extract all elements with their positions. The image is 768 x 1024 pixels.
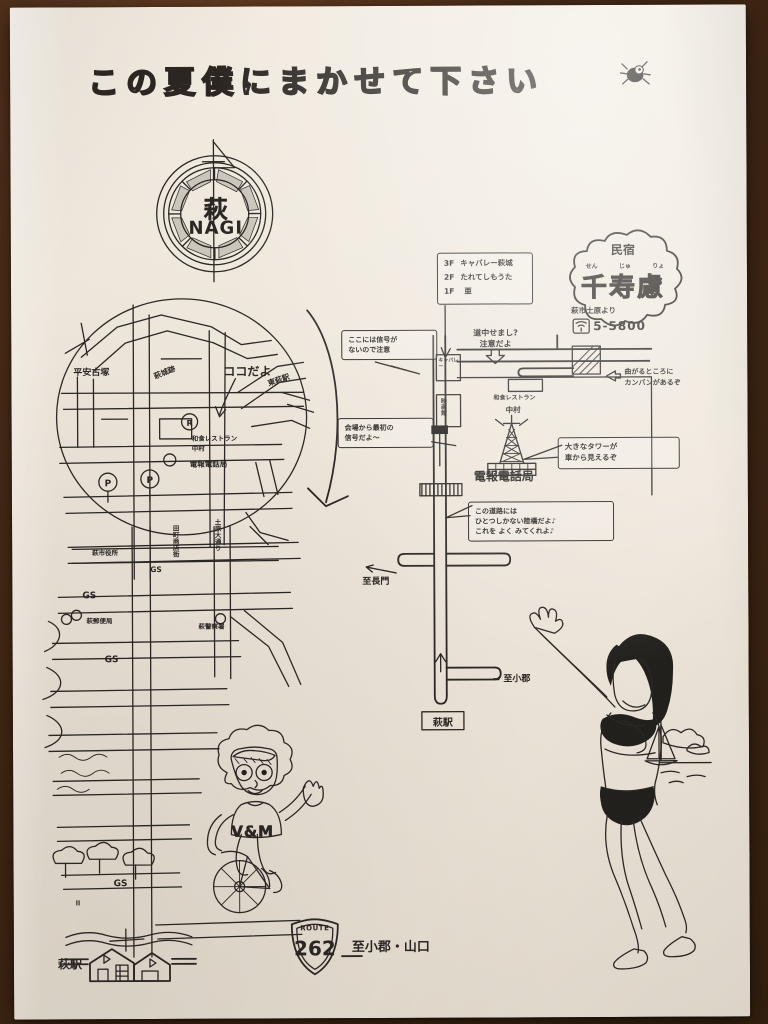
floor-3-label: 3F [443,258,455,268]
here-arrow-icon [207,377,247,427]
map-label-misc: ll [75,899,81,908]
bubble-big-tower-text: 大きなタワーが 車から見えるぞ [557,436,680,469]
telephone-icon [571,317,591,339]
hagi-station-boxed-text: 萩駅 [432,717,453,729]
route-sign-top: ROUTE [300,924,330,933]
lodging-category: 民宿 [610,242,635,257]
bubble-no-signal: ここには信号が ないので注意 [341,329,438,375]
bubble-narrow-road-text: 道中せまし? 注意だよ [473,328,518,349]
cyclist-shirt-text: V&M [231,822,275,841]
left-arrow-icon [605,367,622,386]
lodging-name: 千寿慮 [580,272,666,304]
map-transition-arrow-icon [299,306,370,540]
cinema-box-label: 映画館 [439,397,447,416]
svg-text:R: R [187,419,193,428]
bubble-narrow-road: 道中せまし? 注意だよ [473,327,518,369]
bubble-first-signal-text: 会場から最初の 信号だよ〜 [337,417,434,449]
route-262-shield: ROUTE 262 [286,916,344,982]
bikini-woman-illustration [510,601,712,976]
building-floors-box: 3F キャバレー萩城 2F たれてしもうた 1F 亜 [436,252,534,305]
bubble-first-signal: 会場から最初の 信号だよ〜 [337,417,457,449]
afro-cyclist-illustration: V&M [191,724,324,923]
down-arrow-icon [473,349,518,369]
bubble-big-tower: 大きなタワーが 車から見えるぞ [523,436,680,469]
right-schematic-map [351,334,693,730]
lodging-cloud-bubble: 民宿 せん じゅ りょ 千寿慮 萩市土原より 5-5800 [557,229,689,350]
page-title-text: この夏僕にまかせて下さい [87,62,545,102]
to-nagato-label: 至長門 [362,576,390,588]
bug-icon [618,57,652,95]
floor-3-text: キャバレー萩城 [460,258,513,268]
tree-cluster-icon [43,835,163,888]
bubble-no-signal-text: ここには信号が ないので注意 [341,329,438,361]
bubble-overpass-text: この道路には ひとつしかない陸橋だよ♪ これを よく みてくれよ♪ [467,500,615,543]
nakamura-restaurant-box [507,377,544,396]
hagi-station-building [63,925,197,992]
svg-text:P: P [105,479,112,489]
left-map-lower-streets [38,526,340,971]
bubble-signboard-text: 曲がるところに カンバンがあるぞ [624,367,681,387]
floor-2-label: 2F [443,272,455,282]
svg-text:P: P [147,476,154,486]
map-label-nakamura-restaurant: 和食レストラン 中村 [191,434,238,453]
map-label-heiancho: 平安古塚 [73,368,110,379]
floor-1-label: 1F [444,286,455,296]
to-nagato-arrow-icon [364,562,398,581]
route-sign-number: 262 [293,936,336,961]
cabaret-box-label: キャバレー [438,357,459,370]
telegraph-tower-icon [482,413,542,479]
bubble-signboard: 曲がるところに カンバンがあるぞ [605,367,681,388]
hagi-station-label: 萩駅 [57,957,83,972]
map-label-telegraph-office: 電報電話局 [189,459,228,469]
hagi-nagi-logo: 萩 NAGI [150,131,281,296]
signboard-road-stub [517,363,575,382]
route-destination-label: 至小郡・山口 [351,939,430,956]
bubble-overpass: この道路には ひとつしかない陸橋だよ♪ これを よく みてくれよ♪ [445,500,615,543]
lodging-address: 萩市土原より [571,305,617,316]
traffic-signal-icon [430,421,452,472]
cinema-building-box: 映画館 [435,393,462,432]
signboard-hatched-block [571,345,602,379]
telegraph-office-label: 電報電話局 [473,469,534,484]
floor-1-text: 亜 [464,286,472,296]
sailboat-icon [644,720,678,766]
page-title: この夏僕にまかせて下さい [87,55,608,105]
logo-sub: NAGI [188,217,244,239]
route-connector-line [341,944,363,963]
lodging-phone: 5-5800 [593,318,646,334]
floor-2-text: たれてしもうた [460,272,513,282]
nakamura-restaurant-label: 和食レストラン [493,394,536,402]
left-detail-map: P P R [41,296,342,621]
hagi-station-boxed-label: 萩駅 [421,710,465,735]
cabaret-building-box: キャバレー [435,353,462,386]
paper-sheet: この夏僕にまかせて下さい [9,4,751,1020]
